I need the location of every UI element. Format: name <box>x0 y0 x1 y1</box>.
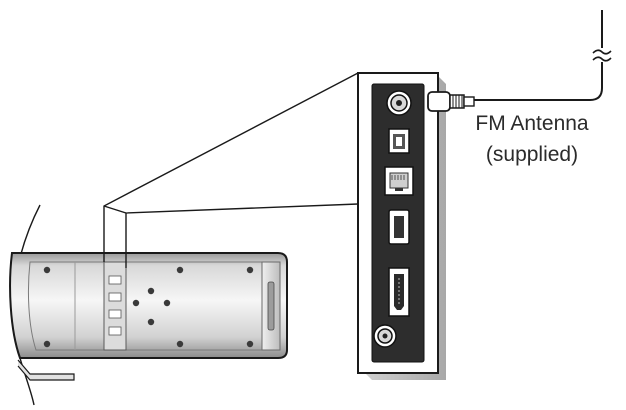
callout-join <box>103 205 127 214</box>
unit-screws <box>43 266 254 348</box>
rear-panel-zoom <box>357 72 446 380</box>
hdmi-port-icon[interactable] <box>388 267 410 317</box>
screw <box>132 299 140 307</box>
main-unit <box>9 204 288 406</box>
screw <box>147 318 155 326</box>
screw <box>43 266 51 274</box>
mini-port <box>108 275 122 285</box>
unit-body <box>9 252 288 359</box>
fm-antenna-label: FM Antenna (supplied) <box>452 108 612 170</box>
screw <box>176 266 184 274</box>
ethernet-port-icon[interactable] <box>384 166 414 196</box>
screw <box>246 266 254 274</box>
fm-antenna-cable <box>427 10 612 112</box>
screw <box>43 340 51 348</box>
usb-port-icon[interactable] <box>388 209 410 245</box>
unit-inner-face <box>27 261 271 351</box>
unit-right-slot <box>267 281 275 331</box>
mini-port <box>108 292 122 302</box>
antenna-plug-icon[interactable] <box>427 91 475 112</box>
mini-port <box>108 309 122 319</box>
fm-antenna-jack-icon[interactable] <box>386 90 412 116</box>
optical-port-icon[interactable] <box>388 128 410 154</box>
coax-port-icon[interactable] <box>373 324 397 348</box>
screw <box>147 287 155 295</box>
antenna-name-text: FM Antenna <box>475 112 589 135</box>
callout-lines <box>103 72 359 268</box>
screw <box>163 299 171 307</box>
mini-port <box>108 326 122 336</box>
antenna-wire-break-icon <box>592 48 612 62</box>
antenna-wire <box>474 10 603 101</box>
screw <box>246 340 254 348</box>
callout-upper <box>103 72 359 262</box>
unit-base <box>17 359 75 381</box>
antenna-note-text: (supplied) <box>485 143 579 166</box>
screw <box>176 340 184 348</box>
unit-port-strip <box>103 261 127 351</box>
